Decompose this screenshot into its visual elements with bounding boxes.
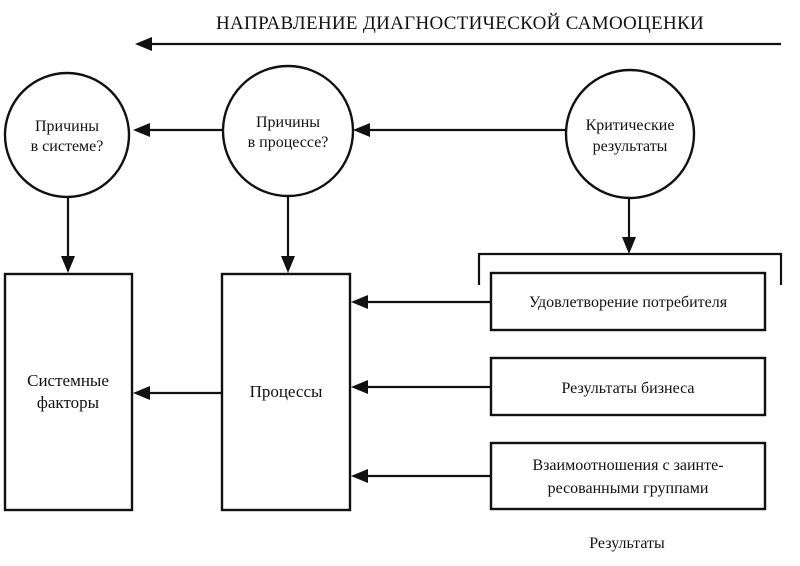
box-label: Взаимоотношения с заинте- — [532, 457, 723, 474]
box-label: Удовлетворение потребителя — [529, 294, 728, 311]
arrow-system-causes-to-factors — [61, 197, 75, 273]
arrow-process-causes-to-processes — [281, 196, 295, 273]
arrow-processes-to-system-factors — [133, 386, 222, 400]
arrowhead-icon — [281, 256, 295, 273]
box-processes: Процессы — [220, 272, 352, 512]
arrow-customer-to-processes — [351, 295, 491, 309]
box-label: ресованными группами — [548, 480, 709, 497]
arrowhead-icon — [351, 295, 368, 309]
box-label: Результаты бизнеса — [561, 380, 694, 397]
circle-process-causes: Причины в процессе? — [221, 64, 355, 198]
circle-label: в процессе? — [248, 134, 329, 151]
circle-label: в системе? — [31, 138, 104, 155]
box-label: Процессы — [250, 382, 323, 401]
arrowhead-icon — [61, 256, 75, 273]
arrow-critical-to-process — [353, 123, 566, 137]
arrowhead-icon — [622, 237, 636, 254]
results-caption: Результаты — [589, 535, 665, 552]
box-label: факторы — [37, 393, 100, 412]
circle-label: Критические — [586, 117, 675, 134]
arrow-critical-to-results — [622, 198, 636, 254]
arrowhead-icon — [351, 380, 368, 394]
box-business-results: Результаты бизнеса — [489, 356, 767, 417]
direction-arrow — [135, 37, 781, 51]
circle-label: Причины — [35, 118, 99, 135]
arrow-process-to-system — [133, 123, 223, 137]
box-system-factors: Системные факторы — [3, 272, 134, 512]
arrow-stakeholder-to-processes — [351, 469, 491, 483]
circle-label: результаты — [593, 138, 668, 155]
results-group-bracket — [477, 252, 783, 285]
circle-label: Причины — [256, 114, 320, 131]
circle-critical-results: Критические результаты — [564, 68, 696, 200]
diagram-title: НАПРАВЛЕНИЕ ДИАГНОСТИЧЕСКОЙ САМООЦЕНКИ — [216, 13, 704, 34]
arrowhead-icon — [135, 37, 152, 51]
box-customer-satisfaction: Удовлетворение потребителя — [489, 271, 767, 332]
circle-system-causes: Причины в системе? — [3, 71, 131, 199]
box-stakeholder-relations: Взаимоотношения с заинте- ресованными гр… — [489, 441, 767, 511]
arrow-business-to-processes — [351, 380, 491, 394]
arrowhead-icon — [133, 123, 150, 137]
arrowhead-icon — [353, 123, 370, 137]
arrowhead-icon — [133, 386, 150, 400]
box-label: Системные — [27, 371, 109, 390]
arrowhead-icon — [351, 469, 368, 483]
